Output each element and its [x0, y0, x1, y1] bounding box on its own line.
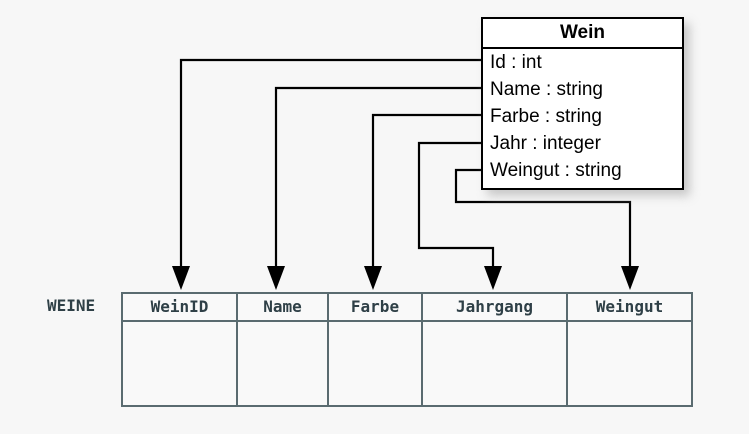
- table-column-header-farbe[interactable]: Farbe: [329, 292, 423, 322]
- connector-name-to-name: [267, 86, 481, 290]
- table-column-header-jahrgang[interactable]: Jahrgang: [423, 292, 568, 322]
- table-column-header-weingut[interactable]: Weingut: [568, 292, 693, 322]
- table-row: [121, 322, 693, 407]
- connector-jahr-to-jahrgang: [417, 141, 502, 290]
- table-name-label: WEINE: [47, 296, 96, 315]
- table-column-header-name[interactable]: Name: [238, 292, 329, 322]
- table-cell-farbe[interactable]: [329, 322, 423, 407]
- uml-class-wein[interactable]: Wein Id : int Name : string Farbe : stri…: [481, 17, 684, 190]
- uml-attribute-farbe[interactable]: Farbe : string: [490, 106, 602, 127]
- table-cell-weingut[interactable]: [568, 322, 693, 407]
- uml-attribute-name[interactable]: Name : string: [490, 79, 603, 100]
- relational-table-weine[interactable]: WeinID Name Farbe Jahrgang Weingut: [121, 292, 693, 407]
- uml-attribute-list: Id : int Name : string Farbe : string Ja…: [483, 49, 682, 184]
- table-cell-name[interactable]: [238, 322, 329, 407]
- uml-attribute-jahr[interactable]: Jahr : integer: [490, 133, 601, 154]
- table-cell-jahrgang[interactable]: [423, 322, 568, 407]
- connector-weingut-to-weingut: [454, 168, 639, 290]
- table-column-header-weinid[interactable]: WeinID: [121, 292, 238, 322]
- uml-attribute-id[interactable]: Id : int: [490, 52, 542, 73]
- table-header-row: WeinID Name Farbe Jahrgang Weingut: [121, 292, 693, 322]
- uml-attribute-weingut[interactable]: Weingut : string: [490, 160, 622, 181]
- table-cell-weinid[interactable]: [121, 322, 238, 407]
- uml-class-title: Wein: [483, 19, 682, 49]
- connector-id-to-weinid: [172, 58, 481, 290]
- connector-farbe-to-farbe: [364, 113, 481, 290]
